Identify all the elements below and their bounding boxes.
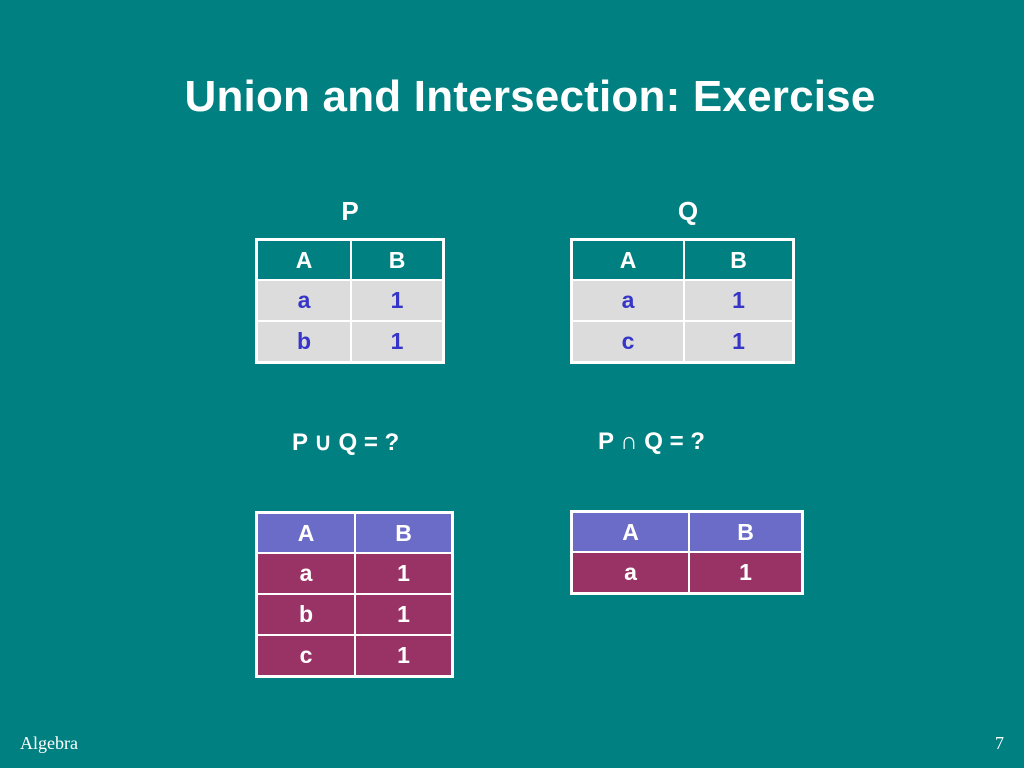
table-cell: a <box>255 552 356 595</box>
page-number: 7 <box>995 733 1004 753</box>
table-header-row: A B <box>570 510 804 553</box>
column-header: B <box>688 510 804 553</box>
footer-course-name: Algebra <box>20 733 78 753</box>
table-cell: 1 <box>354 593 454 636</box>
table-header-row: A B <box>570 238 795 281</box>
column-header: B <box>683 238 795 281</box>
column-header: A <box>570 510 690 553</box>
table-row: a 1 <box>570 279 795 322</box>
relation-p-label: P <box>341 196 359 226</box>
table-row: a 1 <box>570 551 804 595</box>
table-cell: b <box>255 593 356 636</box>
relation-q-label: Q <box>677 196 699 226</box>
table-cell: a <box>570 551 690 595</box>
table-cell: b <box>255 320 352 364</box>
intersection-expression: P ∩ Q = ? <box>598 428 705 455</box>
table-cell: c <box>570 320 685 364</box>
table-cell: 1 <box>354 634 454 678</box>
column-header: B <box>350 238 445 281</box>
table-cell: 1 <box>350 279 445 322</box>
table-header-row: A B <box>255 238 445 281</box>
table-header-row: A B <box>255 511 454 554</box>
table-row: b 1 <box>255 593 454 636</box>
table-cell: 1 <box>688 551 804 595</box>
column-header: A <box>255 511 356 554</box>
table-cell: 1 <box>354 552 454 595</box>
table-cell: 1 <box>350 320 445 364</box>
column-header: A <box>570 238 685 281</box>
column-header: A <box>255 238 352 281</box>
table-row: b 1 <box>255 320 445 364</box>
table-row: a 1 <box>255 279 445 322</box>
relation-p-table: A B a 1 b 1 <box>255 238 445 364</box>
intersection-result-table: A B a 1 <box>570 510 804 595</box>
slide-title: Union and Intersection: Exercise <box>184 72 876 121</box>
table-row: a 1 <box>255 552 454 595</box>
table-row: c 1 <box>570 320 795 364</box>
table-cell: 1 <box>683 279 795 322</box>
table-cell: 1 <box>683 320 795 364</box>
table-cell: a <box>570 279 685 322</box>
relation-q-table: A B a 1 c 1 <box>570 238 795 364</box>
union-result-table: A B a 1 b 1 c 1 <box>255 511 454 678</box>
table-cell: c <box>255 634 356 678</box>
table-row: c 1 <box>255 634 454 678</box>
union-expression: P ∪ Q = ? <box>292 429 400 456</box>
column-header: B <box>354 511 454 554</box>
table-cell: a <box>255 279 352 322</box>
